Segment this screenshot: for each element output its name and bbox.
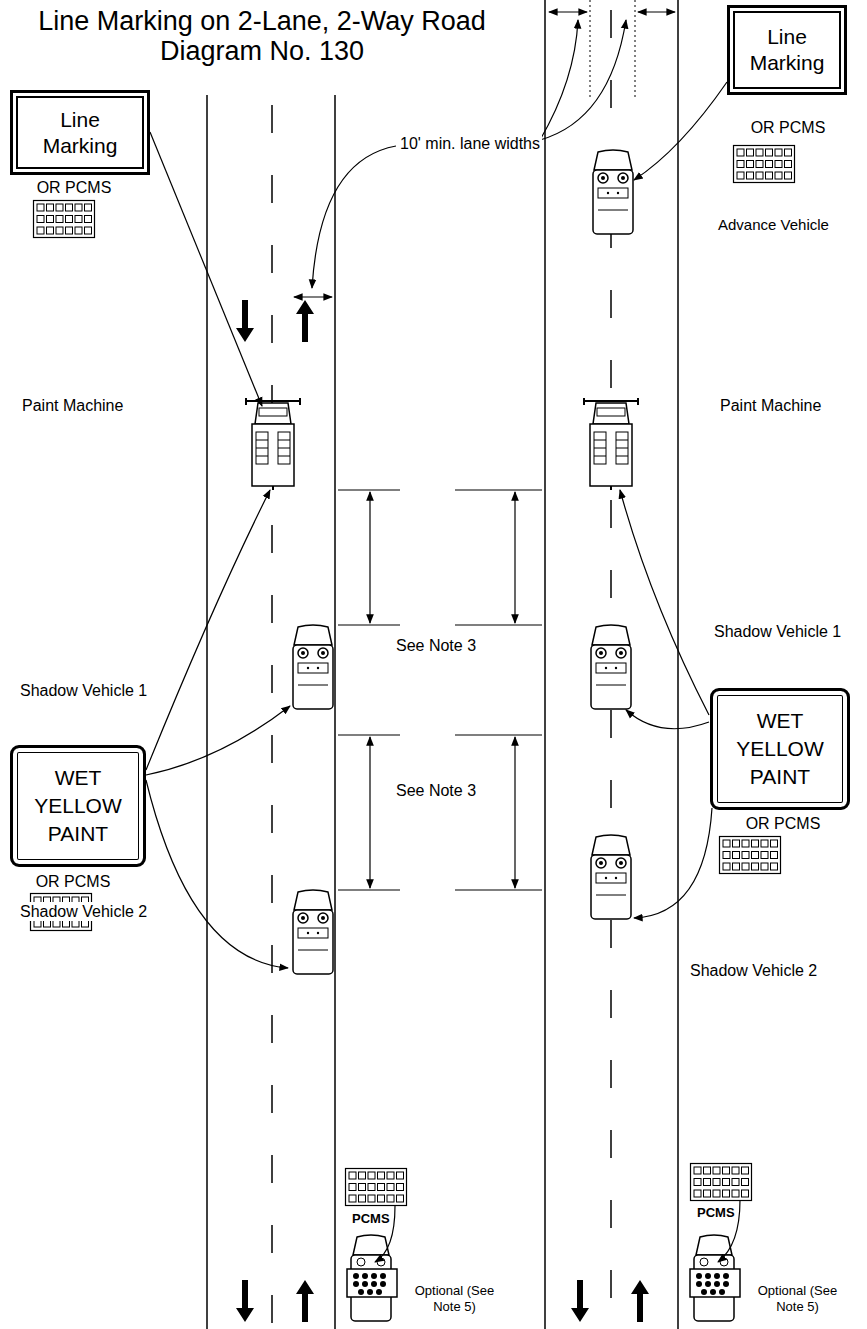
sign-text: Line Marking	[750, 24, 825, 76]
sign-box: Line Marking	[727, 5, 847, 95]
label: See Note 3	[394, 781, 478, 800]
label: Optional (See Note 5)	[405, 1283, 504, 1315]
label: Advance Vehicle	[716, 216, 831, 234]
label: Paint Machine	[718, 396, 823, 415]
label: OR PCMS	[22, 178, 126, 197]
label: PCMS	[350, 1211, 392, 1227]
sign-box: WET YELLOW PAINT	[10, 745, 146, 867]
label: Shadow Vehicle 2	[688, 961, 819, 980]
label: Shadow Vehicle 1	[18, 681, 149, 700]
label: See Note 3	[394, 636, 478, 655]
label: OR PCMS	[731, 814, 835, 833]
sign-text: Line Marking	[43, 107, 118, 159]
label: 10' min. lane widths	[398, 134, 542, 153]
label: OR PCMS	[21, 872, 125, 891]
label: Optional (See Note 5)	[748, 1283, 847, 1315]
sign-box: WET YELLOW PAINT	[710, 688, 850, 810]
sign-text: WET YELLOW PAINT	[34, 764, 122, 848]
sign-text: WET YELLOW PAINT	[736, 707, 824, 791]
label: PCMS	[695, 1205, 737, 1221]
label: Paint Machine	[20, 396, 125, 415]
sign-box: Line Marking	[10, 90, 150, 175]
label: Shadow Vehicle 2	[18, 902, 149, 921]
diagram-title: Line Marking on 2-Lane, 2-Way Road Diagr…	[0, 6, 524, 66]
label: Shadow Vehicle 1	[712, 622, 843, 641]
label: OR PCMS	[736, 118, 840, 137]
